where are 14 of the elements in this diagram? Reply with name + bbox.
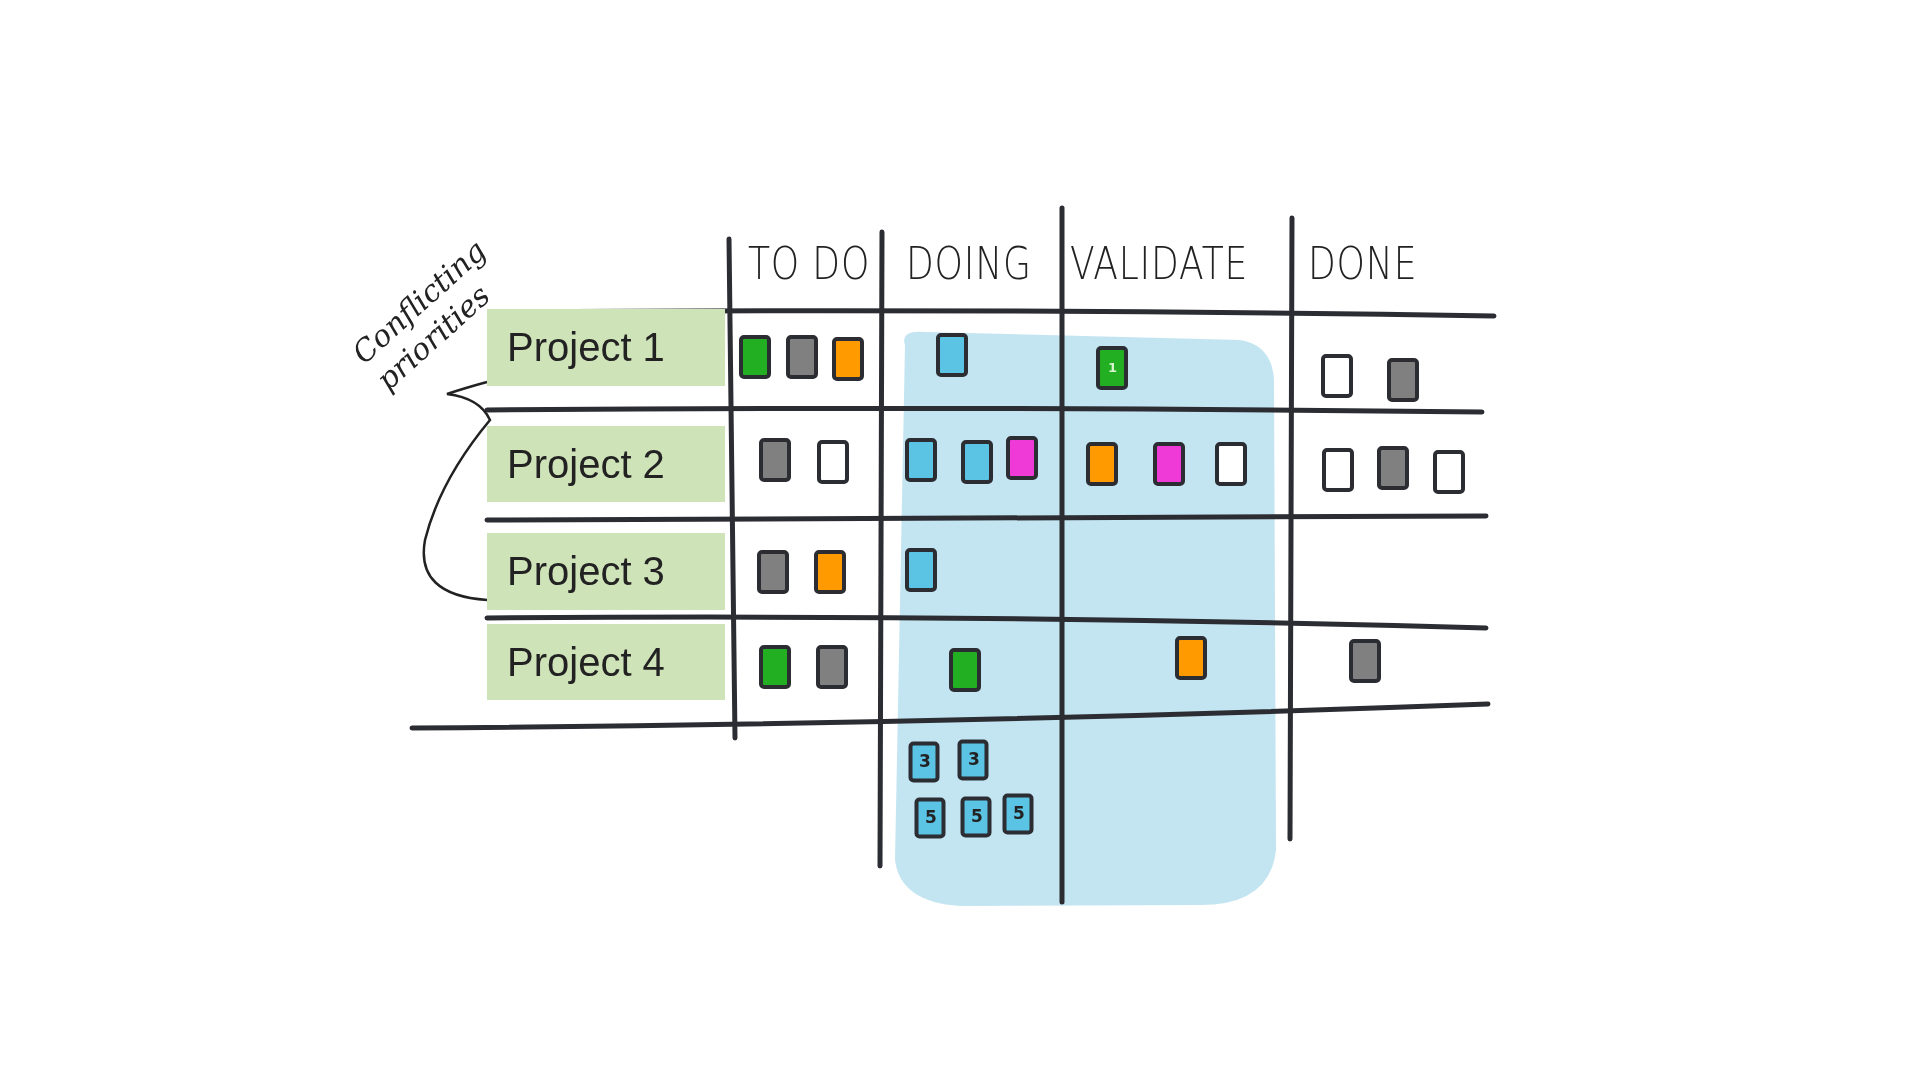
project-label-box: Project 3 — [487, 533, 725, 610]
note-number: 1 — [1108, 360, 1118, 375]
note-number: 3 — [968, 749, 980, 769]
note-number: 5 — [971, 806, 983, 826]
column-header: VALIDATE — [1070, 238, 1249, 289]
note-number: 3 — [919, 751, 931, 771]
project-label-box: Project 4 — [487, 624, 725, 700]
note-number: 5 — [925, 807, 937, 827]
column-header: DOING — [906, 238, 1032, 289]
project-label-box: Project 1 — [487, 309, 725, 386]
project-label-box: Project 2 — [487, 426, 725, 502]
note-number: 5 — [1013, 803, 1025, 823]
column-header: TO DO — [748, 238, 871, 289]
column-header: DONE — [1308, 238, 1418, 289]
